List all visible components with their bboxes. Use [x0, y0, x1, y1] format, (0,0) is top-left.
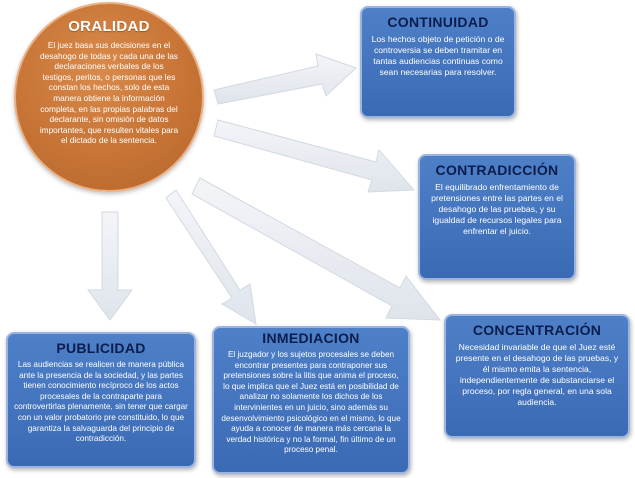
continuidad-box: CONTINUIDAD Los hechos objeto de petició…: [360, 6, 516, 118]
inmediacion-title: INMEDIACION: [262, 330, 360, 346]
concentracion-text: Necesidad invariable de que el Juez esté…: [455, 342, 619, 407]
oralidad-title: ORALIDAD: [68, 18, 150, 35]
contradiccion-box: CONTRADICCIÓN El equilibrado enfrentamie…: [418, 154, 576, 280]
publicidad-title: PUBLICIDAD: [56, 340, 146, 356]
oralidad-text: El juez basa sus decisiones en el desaho…: [39, 40, 179, 146]
arrow-to-contradiccion: [213, 119, 416, 193]
publicidad-text: Las audiencias se realicen de manera púb…: [14, 360, 188, 444]
contradiccion-title: CONTRADICCIÓN: [435, 162, 559, 178]
publicidad-box: PUBLICIDAD Las audiencias se realicen de…: [6, 332, 196, 468]
oralidad-circle: ORALIDAD El juez basa sus decisiones en …: [14, 2, 204, 192]
inmediacion-text: El juzgador y los sujetos procesales se …: [221, 350, 401, 455]
continuidad-title: CONTINUIDAD: [387, 14, 489, 30]
arrow-to-continuidad: [213, 53, 357, 105]
arrow-to-publicidad: [87, 211, 133, 321]
continuidad-text: Los hechos objeto de petición o de contr…: [371, 34, 505, 77]
contradiccion-text: El equilibrado enfrentamiento de pretens…: [431, 182, 563, 236]
concentracion-title: CONCENTRACIÓN: [472, 322, 602, 338]
arrow-to-inmediacion: [165, 189, 257, 325]
concentracion-box: CONCENTRACIÓN Necesidad invariable de qu…: [444, 314, 630, 438]
inmediacion-box: INMEDIACION El juzgador y los sujetos pr…: [212, 326, 410, 474]
arrow-to-concentracion: [191, 177, 442, 321]
